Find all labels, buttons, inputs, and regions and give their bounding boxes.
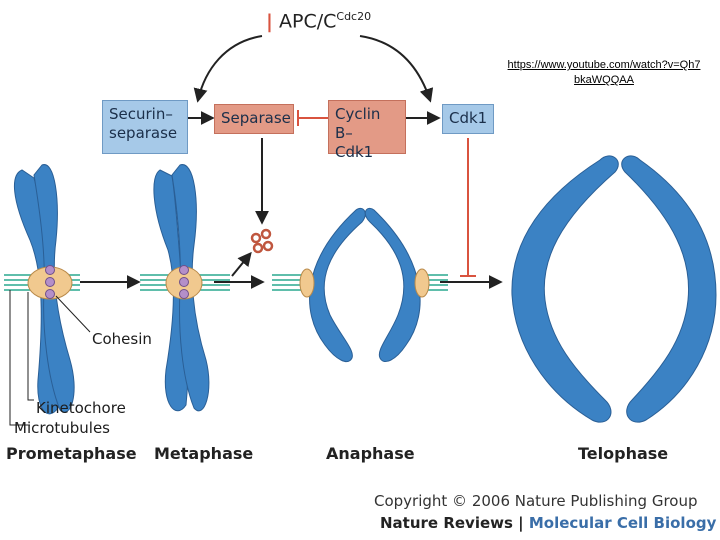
apc-arrow-right [359,35,434,103]
cyclin-b-cdk1-box: Cyclin B– Cdk1 [328,100,406,161]
kinetochore-label: Kinetochore [36,399,126,417]
phase-telophase: Telophase [578,444,669,463]
phase-anaphase: Anaphase [326,444,415,463]
chromosome [511,155,619,423]
prometaphase-group [4,164,91,426]
journal-name-b: Molecular Cell Biology [528,514,717,532]
youtube-link[interactable]: https://www.youtube.com/watch?v=Qh7bkaWQ… [507,59,701,86]
cleaved-cohesin-fragments [250,228,274,254]
cdk1-text: Cdk1 [449,109,488,127]
kinetochore [299,268,315,298]
securin-separase-box: Securin– separase [102,100,188,154]
microtubules-label: Microtubules [14,419,110,437]
metaphase-group [140,164,230,412]
metaphase-release-arrow [231,251,252,277]
apc-label: | APC/CCdc20 [266,10,371,32]
chromosome [309,207,366,362]
phase-metaphase: Metaphase [154,444,254,463]
apc-arrow-left [193,35,263,103]
separase-box: Separase [214,104,294,134]
securin-separase-text: Securin– separase [109,105,178,142]
apc-main: APC/C [279,10,337,33]
anaphase-group [272,207,448,362]
apc-inhibit-bar: | [266,10,273,33]
copyright-line: Copyright © 2006 Nature Publishing Group [374,492,698,510]
chromosome [621,155,717,423]
phase-prometaphase: Prometaphase [6,444,137,463]
separase-text: Separase [221,109,291,127]
kinetochore [414,268,430,298]
telophase-group [511,155,717,423]
apc-sup: Cdc20 [336,10,372,23]
cyclin-b-cdk1-text: Cyclin B– Cdk1 [335,105,381,161]
cdk1-box: Cdk1 [442,104,494,134]
journal-separator: | [512,514,529,532]
cohesin-label: Cohesin [92,330,152,348]
journal-line: Nature Reviews | Molecular Cell Biology [380,514,716,532]
journal-name-a: Nature Reviews [380,514,513,532]
chromosome [364,207,421,362]
